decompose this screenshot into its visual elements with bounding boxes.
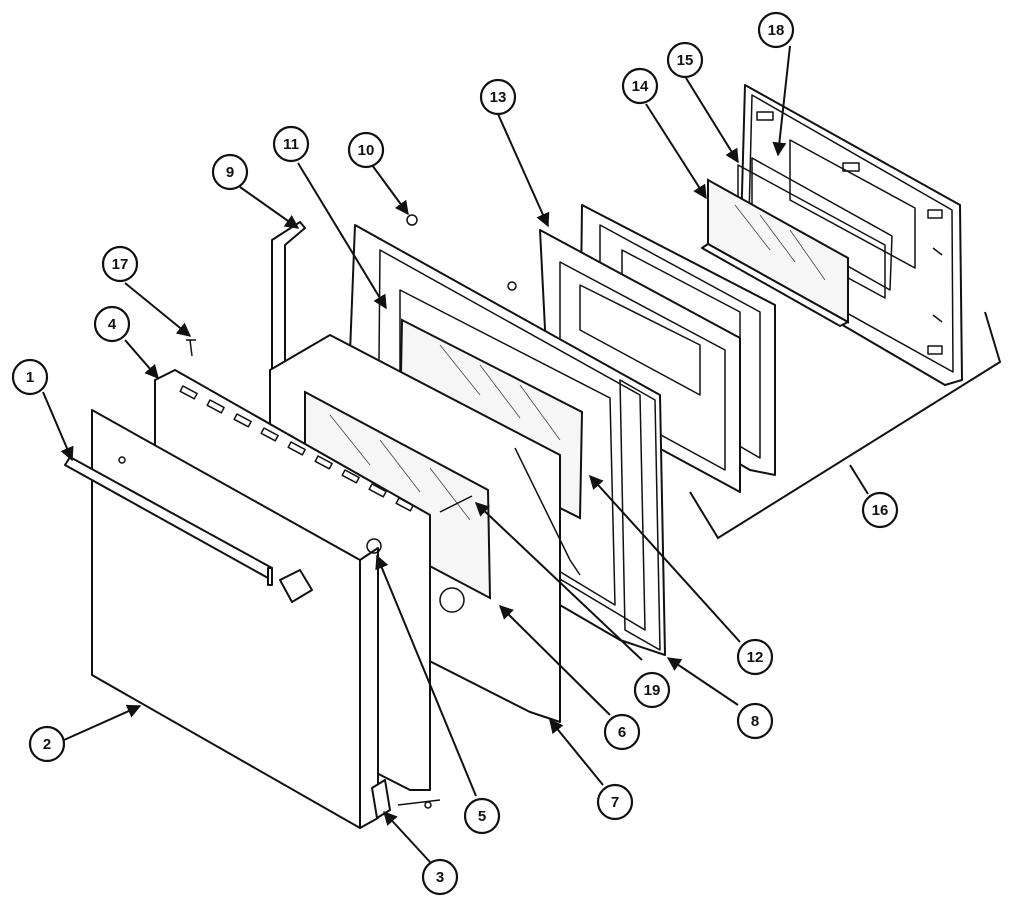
callout-9: 9 xyxy=(211,153,249,191)
callout-18: 18 xyxy=(757,11,795,49)
callout-label: 19 xyxy=(644,682,661,699)
screw-17 xyxy=(186,339,196,357)
callout-label: 1 xyxy=(26,369,34,386)
callout-4: 4 xyxy=(93,305,131,343)
inner-glass-pack xyxy=(701,178,849,327)
callout-6: 6 xyxy=(603,713,641,751)
callout-14: 14 xyxy=(621,67,659,105)
callout-label: 17 xyxy=(112,256,129,273)
callout-12: 12 xyxy=(736,638,774,676)
callout-17: 17 xyxy=(101,245,139,283)
callout-label: 2 xyxy=(43,736,51,753)
screw-icon xyxy=(424,801,432,809)
callout-label: 14 xyxy=(632,78,649,95)
callout-label: 7 xyxy=(611,794,619,811)
callout-16: 16 xyxy=(861,491,899,529)
callout-13: 13 xyxy=(479,78,517,116)
callout-2: 2 xyxy=(28,725,66,763)
assembly-bracket-16 xyxy=(689,311,1002,540)
callout-label: 16 xyxy=(872,502,889,519)
clip-icon xyxy=(756,111,774,121)
callout-11: 11 xyxy=(272,125,310,163)
nut-icon xyxy=(406,214,418,226)
callout-label: 6 xyxy=(618,724,626,741)
clip-icon xyxy=(927,209,943,219)
hinge-bracket xyxy=(371,779,441,819)
callout-3: 3 xyxy=(421,858,459,896)
callout-label: 8 xyxy=(751,713,759,730)
callout-label: 13 xyxy=(490,89,507,106)
callout-label: 9 xyxy=(226,164,234,181)
callout-15: 15 xyxy=(666,41,704,79)
support-pin xyxy=(439,495,473,513)
callout-5: 5 xyxy=(463,797,501,835)
callout-label: 18 xyxy=(768,22,785,39)
leader-lines xyxy=(42,45,869,863)
clip-icon xyxy=(842,162,860,172)
screw-head-icon xyxy=(366,538,382,554)
callout-label: 12 xyxy=(747,649,764,666)
callout-1: 1 xyxy=(11,358,49,396)
callout-label: 15 xyxy=(677,52,694,69)
callout-8: 8 xyxy=(736,702,774,740)
callout-label: 11 xyxy=(283,136,299,153)
clip-icon xyxy=(927,345,943,355)
callout-19: 19 xyxy=(633,671,671,709)
callout-label: 5 xyxy=(478,808,486,825)
callout-7: 7 xyxy=(596,783,634,821)
callout-label: 4 xyxy=(108,316,117,333)
callout-label: 3 xyxy=(436,869,444,886)
screw-icon xyxy=(507,281,517,291)
hole-icon xyxy=(439,587,465,613)
callout-10: 10 xyxy=(347,131,385,169)
callout-label: 10 xyxy=(358,142,375,159)
